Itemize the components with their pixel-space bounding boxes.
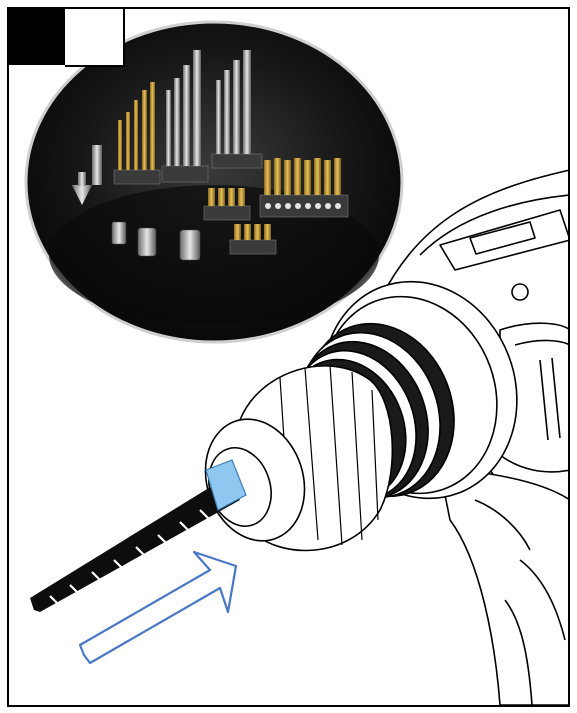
accessory-set-photo (24, 20, 404, 344)
step-badge (7, 7, 125, 67)
drill-chuck (204, 280, 518, 552)
drill-bit (30, 459, 247, 612)
insert-direction-arrow (78, 550, 238, 665)
step-sub-number (65, 7, 125, 67)
step-number (7, 7, 65, 65)
bit-collar (205, 459, 247, 511)
